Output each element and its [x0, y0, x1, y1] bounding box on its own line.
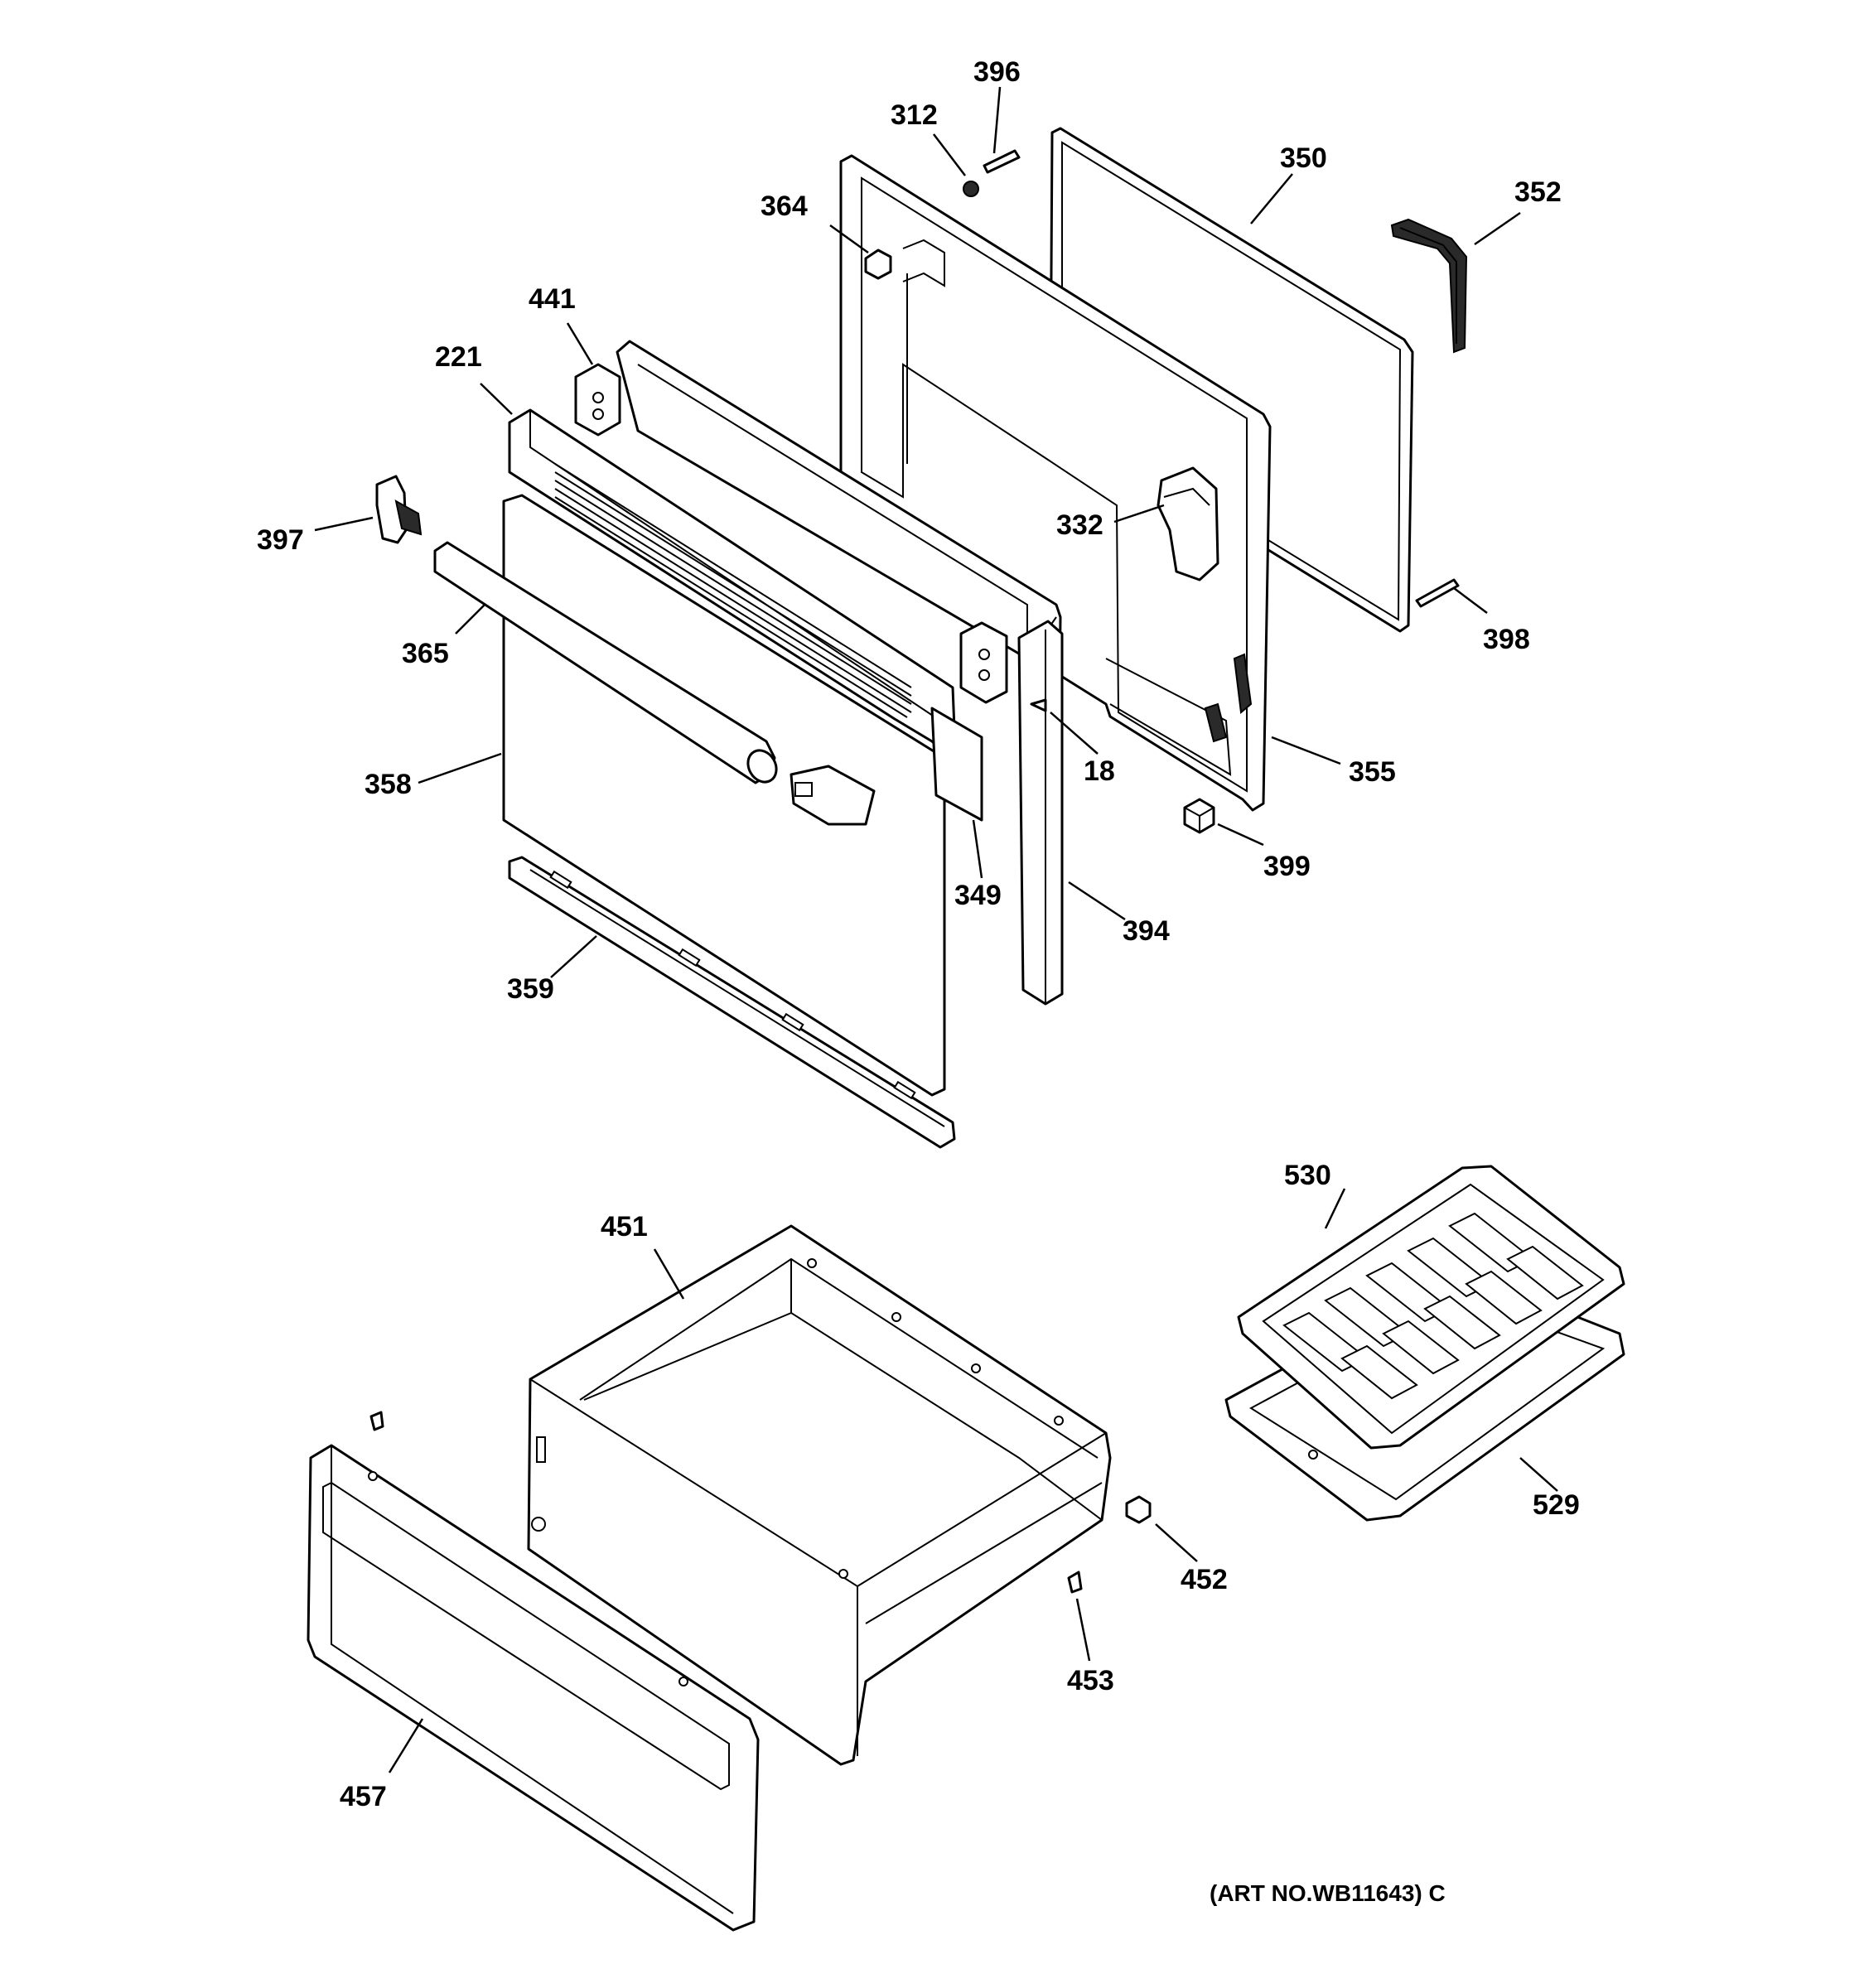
callout-350: 350	[1280, 142, 1327, 174]
callout-398: 398	[1483, 624, 1530, 655]
drawer-451	[527, 1224, 1112, 1766]
callout-452: 452	[1181, 1564, 1228, 1595]
spacer-364	[864, 248, 892, 280]
bottom-trim-359	[508, 856, 956, 1149]
callout-332: 332	[1056, 509, 1103, 541]
callout-441: 441	[529, 283, 576, 315]
callout-396: 396	[973, 56, 1021, 88]
screw-398	[1415, 578, 1460, 608]
door-handle-365	[433, 541, 876, 826]
bracket-right	[959, 621, 1008, 704]
bracket-441	[574, 363, 621, 437]
callouts: 396 312 350 352 364 441 221 397 332 398 …	[257, 56, 1580, 1812]
callout-451: 451	[601, 1211, 648, 1242]
callout-18: 18	[1084, 755, 1115, 787]
trim-349	[930, 707, 983, 822]
end-cap-397	[375, 475, 423, 544]
door-gasket-352	[1390, 218, 1468, 354]
drawer-front-457	[307, 1444, 760, 1932]
nut-312	[963, 181, 979, 197]
screw-396	[983, 149, 1021, 174]
control-panel-221	[508, 408, 956, 747]
leader-lines	[314, 86, 1558, 1773]
grid-slots	[1282, 1212, 1584, 1400]
insulation-332	[1157, 466, 1219, 581]
callout-399: 399	[1263, 851, 1311, 882]
callout-529: 529	[1533, 1489, 1580, 1521]
bumper-399	[1183, 798, 1215, 834]
callout-453: 453	[1067, 1665, 1114, 1696]
callout-457: 457	[340, 1781, 387, 1812]
callout-397: 397	[257, 524, 304, 556]
screw-18	[1030, 698, 1047, 712]
callout-359: 359	[507, 973, 554, 1005]
vent-slots	[554, 463, 912, 718]
callout-364: 364	[761, 191, 808, 222]
callout-355: 355	[1349, 756, 1396, 788]
callout-352: 352	[1514, 176, 1562, 208]
art-number: (ART NO.WB11643) C	[1210, 1880, 1446, 1906]
drawer-glide-452	[1125, 1495, 1152, 1524]
door-frame-355	[839, 154, 1272, 812]
callout-349: 349	[954, 880, 1002, 911]
screw-457	[369, 1411, 384, 1431]
callout-312: 312	[891, 99, 938, 131]
broiler-grid-530	[1237, 1165, 1625, 1450]
screw-453	[1067, 1571, 1083, 1594]
callout-394: 394	[1123, 915, 1170, 947]
callout-358: 358	[365, 769, 412, 800]
callout-530: 530	[1284, 1160, 1331, 1191]
callout-365: 365	[402, 638, 449, 669]
side-trim-394	[1017, 620, 1064, 1006]
callout-221: 221	[435, 341, 482, 373]
